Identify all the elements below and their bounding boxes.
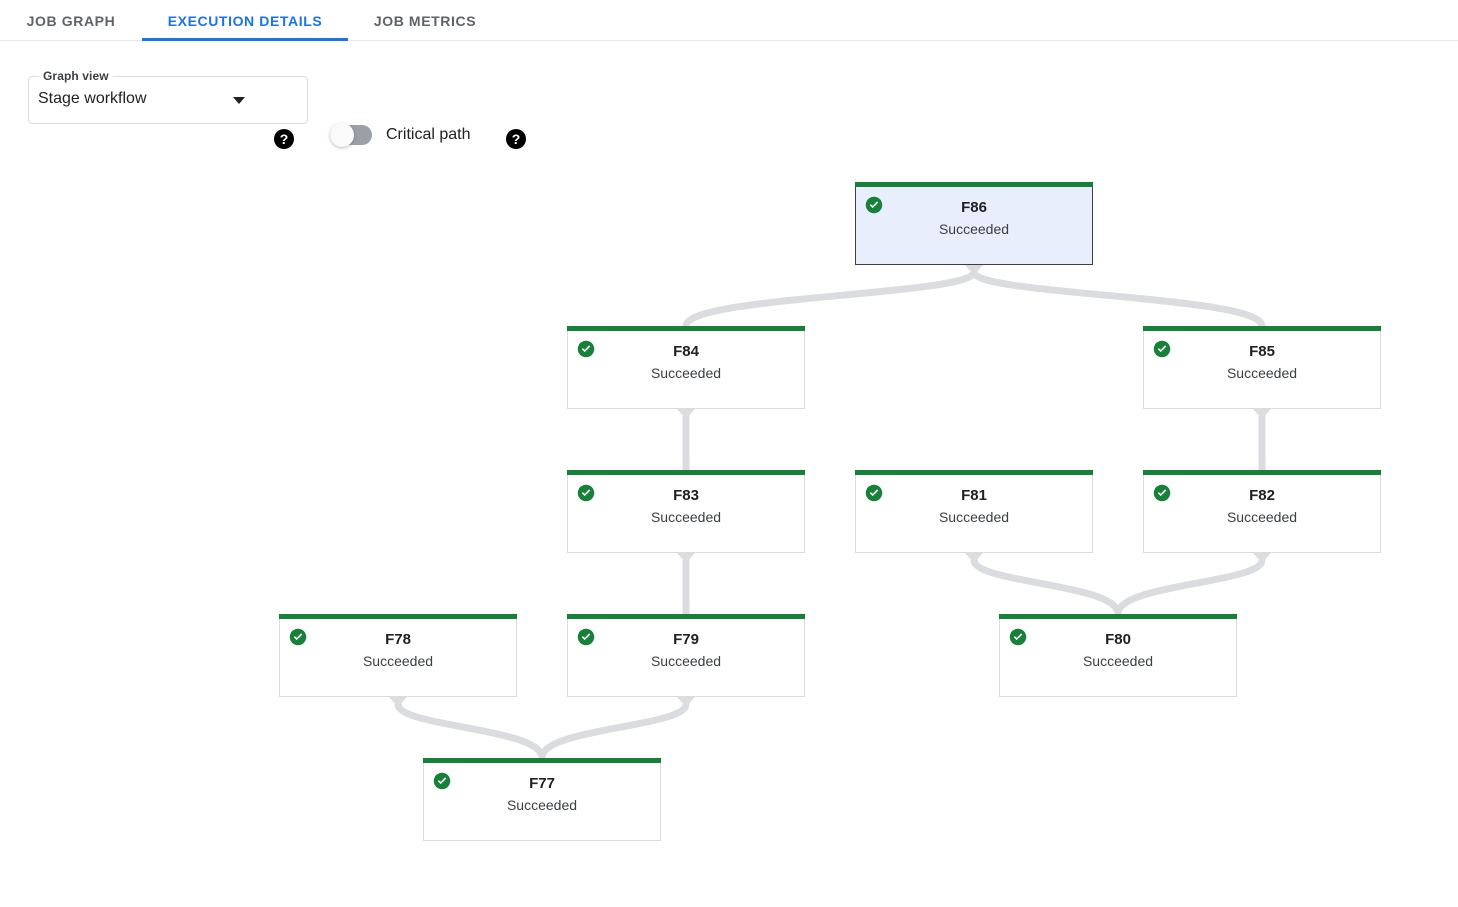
check-circle-icon — [1153, 340, 1171, 358]
critical-path-help-icon[interactable]: ? — [506, 129, 526, 149]
check-circle-icon — [1153, 484, 1171, 502]
node-title: F85 — [1249, 343, 1275, 360]
node-status-text: Succeeded — [650, 509, 722, 525]
tab-job-graph-label: JOB GRAPH — [26, 12, 116, 29]
node-title: F77 — [529, 775, 555, 792]
toggle-track — [330, 123, 372, 147]
check-circle-icon — [289, 628, 307, 646]
node-status-bar — [423, 758, 661, 763]
edge-source-cap — [677, 409, 695, 419]
node-status-text: Succeeded — [650, 365, 722, 381]
edge-source-cap — [1253, 553, 1271, 563]
edge-source-cap — [1253, 409, 1271, 419]
node-status-bar — [999, 614, 1237, 619]
edge-source-cap — [965, 265, 983, 275]
node-status-text: Succeeded — [1226, 365, 1298, 381]
node-title: F82 — [1249, 487, 1275, 504]
tab-job-metrics-label: JOB METRICS — [373, 12, 477, 29]
check-circle-icon — [865, 196, 883, 214]
graph-edge-f79-f77 — [538, 700, 690, 762]
graph-edge-f82-f80 — [1114, 556, 1266, 618]
node-status-bar — [1143, 326, 1381, 331]
tab-bar: JOB GRAPH EXECUTION DETAILS JOB METRICS — [0, 0, 1458, 41]
check-circle-icon — [865, 484, 883, 502]
check-circle-icon — [577, 340, 595, 358]
edge-source-cap — [677, 553, 695, 563]
toggle-knob[interactable] — [330, 123, 354, 147]
edge-source-cap — [677, 697, 695, 707]
graph-toolbar: Graph view Stage workflow ? Critical pat… — [0, 41, 1458, 149]
graph-edges — [389, 265, 1271, 762]
graph-edge-f78-f77 — [394, 700, 546, 762]
node-title: F84 — [673, 343, 699, 360]
tab-execution-details[interactable]: EXECUTION DETAILS — [142, 0, 348, 41]
tab-job-metrics[interactable]: JOB METRICS — [360, 0, 490, 41]
node-title: F80 — [1105, 631, 1131, 648]
edge-source-cap — [389, 697, 407, 707]
graph-edge-f86-f85 — [970, 268, 1266, 330]
graph-view-label: Graph view — [39, 69, 113, 83]
check-circle-icon — [577, 628, 595, 646]
node-status-text: Succeeded — [938, 221, 1010, 237]
node-status-text: Succeeded — [938, 509, 1010, 525]
node-title: F79 — [673, 631, 699, 648]
node-title: F78 — [385, 631, 411, 648]
node-title: F81 — [961, 487, 987, 504]
node-status-text: Succeeded — [1226, 509, 1298, 525]
node-status-text: Succeeded — [362, 653, 434, 669]
node-status-text: Succeeded — [1082, 653, 1154, 669]
check-circle-icon — [433, 772, 451, 790]
node-status-text: Succeeded — [506, 797, 578, 813]
tab-execution-details-label: EXECUTION DETAILS — [167, 12, 323, 29]
node-status-bar — [567, 614, 805, 619]
node-status-bar — [279, 614, 517, 619]
graph-edge-f86-f84 — [682, 268, 978, 330]
node-status-bar — [567, 326, 805, 331]
graph-view-select[interactable]: Graph view Stage workflow — [28, 69, 308, 124]
node-title: F83 — [673, 487, 699, 504]
node-status-text: Succeeded — [650, 653, 722, 669]
check-circle-icon — [577, 484, 595, 502]
graph-view-value: Stage workflow — [38, 90, 147, 107]
critical-path-label: Critical path — [386, 126, 471, 143]
node-status-bar — [1143, 470, 1381, 475]
tab-job-graph[interactable]: JOB GRAPH — [12, 0, 130, 41]
chevron-down-icon[interactable] — [233, 97, 245, 104]
node-status-bar — [855, 182, 1093, 187]
node-title: F86 — [961, 199, 987, 216]
check-circle-icon — [1009, 628, 1027, 646]
node-status-bar — [855, 470, 1093, 475]
edge-source-cap — [965, 553, 983, 563]
graph-edge-f81-f80 — [970, 556, 1122, 618]
critical-path-toggle[interactable]: Critical path — [330, 123, 471, 147]
node-status-bar — [567, 470, 805, 475]
graph-view-help-icon[interactable]: ? — [274, 129, 294, 149]
